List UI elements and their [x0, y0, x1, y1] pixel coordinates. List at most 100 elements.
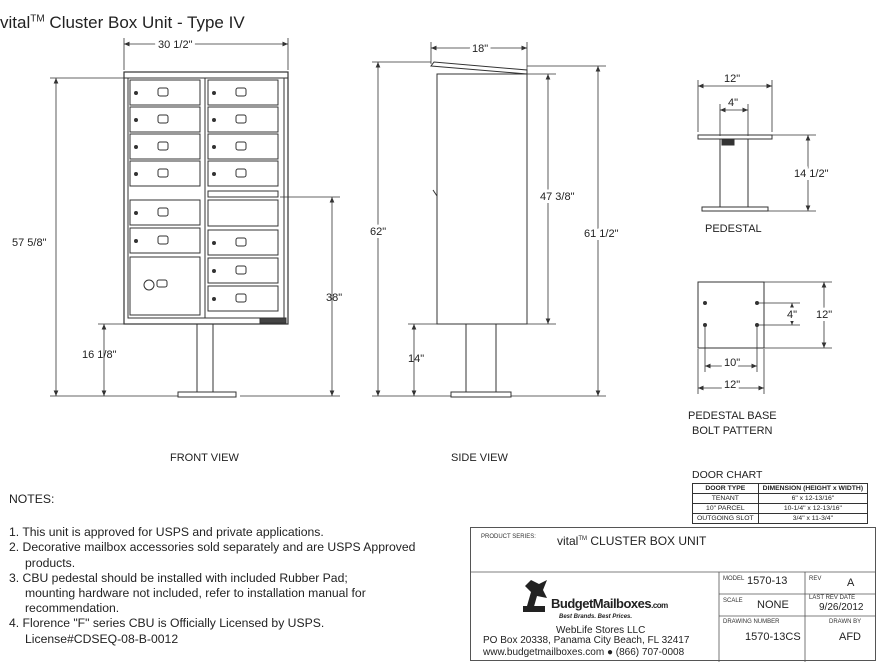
door-chart-header: DIMENSION (HEIGHT x WIDTH)	[757, 483, 869, 494]
title-rest: Cluster Box Unit - Type IV	[44, 13, 245, 32]
front-view-unit	[123, 71, 289, 398]
dim-front-height: 57 5/8"	[12, 237, 47, 249]
table-row: TENANT 6" x 12-13/16"	[692, 493, 869, 504]
note-line: 1. This unit is approved for USPS and pr…	[9, 525, 324, 540]
company-name: WebLife Stores LLC	[556, 625, 646, 636]
brand-name: BudgetMailboxes.com	[551, 596, 668, 611]
dim-side-61: 61 1/2"	[584, 228, 619, 240]
dim-side-62: 62"	[370, 226, 386, 238]
note-line: License#CDSEQ-08-B-0012	[25, 631, 179, 646]
door-handle-icon	[235, 265, 247, 275]
door-lock-icon	[134, 91, 138, 95]
product-tm: TM	[578, 536, 588, 542]
label-front-view: FRONT VIEW	[170, 452, 239, 464]
door-handle-icon	[235, 293, 247, 303]
budgetmailboxes-logo-icon	[523, 580, 547, 612]
door-lock-icon	[134, 172, 138, 176]
notes-block: NOTES: 1. This unit is approved for USPS…	[9, 492, 469, 647]
model-value: 1570-13	[747, 575, 788, 587]
door-handle-icon	[157, 114, 169, 124]
drawing-title: vitalTM Cluster Box Unit - Type IV	[0, 13, 245, 33]
note-line: recommendation.	[25, 601, 120, 616]
tenant-door	[129, 160, 201, 187]
label-base-1: PEDESTAL BASE	[688, 410, 777, 422]
door-lock-icon	[134, 211, 138, 215]
drawing-number-label: DRAWING NUMBER	[723, 619, 780, 625]
door-type-cell: TENANT	[692, 493, 759, 504]
door-lock-icon	[212, 145, 216, 149]
tenant-door	[129, 133, 201, 160]
door-handle-icon	[157, 235, 169, 245]
tenant-door	[207, 229, 279, 256]
door-dim-cell: 3/4" x 11-3/4"	[757, 513, 869, 524]
product-series-value: vitalTM CLUSTER BOX UNIT	[557, 534, 706, 548]
brand-tagline: Best Brands. Best Prices.	[559, 614, 633, 620]
door-lock-icon	[134, 118, 138, 122]
rev-value: A	[847, 577, 855, 589]
dim-side-14: 14"	[408, 353, 424, 365]
note-line: 3. CBU pedestal should be installed with…	[9, 570, 348, 585]
door-chart-header: DOOR TYPE	[692, 483, 759, 494]
parcel-lock-icon	[143, 279, 155, 291]
note-line: 4. Florence "F" series CBU is Officially…	[9, 616, 325, 631]
dim-ped-inner: 4"	[728, 97, 738, 109]
dim-ped-top: 12"	[724, 73, 740, 85]
label-side-view: SIDE VIEW	[451, 452, 508, 464]
door-chart-caption: DOOR CHART	[692, 469, 763, 481]
title-tm: TM	[30, 13, 45, 25]
brand-text: BudgetMailboxes	[551, 596, 652, 611]
tenant-door	[129, 79, 201, 106]
note-line: products.	[25, 555, 76, 570]
drawn-by-value: AFD	[839, 631, 861, 643]
door-lock-icon	[212, 269, 216, 273]
model-label: MODEL	[723, 576, 745, 582]
tenant-door	[129, 199, 201, 226]
table-row: OUTGOING SLOT 3/4" x 11-3/4"	[692, 513, 869, 524]
pedestal-base-view	[697, 281, 765, 349]
door-handle-icon	[157, 168, 169, 178]
dim-ped-height: 14 1/2"	[794, 168, 829, 180]
door-type-cell: OUTGOING SLOT	[692, 513, 759, 524]
dim-front-width: 30 1/2"	[158, 39, 193, 51]
door-dim-cell: 10-1/4" x 12-13/16"	[757, 503, 869, 514]
brand-com: .com	[651, 601, 668, 610]
drawn-by-label: DRAWN BY	[829, 619, 862, 625]
door-lock-icon	[134, 239, 138, 243]
door-lock-icon	[212, 91, 216, 95]
parcel-door	[129, 256, 201, 316]
tenant-door	[207, 285, 279, 312]
last-rev-value: 9/26/2012	[819, 602, 864, 613]
product-series-name: vital	[557, 534, 579, 548]
door-handle-icon	[235, 168, 247, 178]
title-block-grid	[471, 571, 876, 662]
tenant-door	[207, 160, 279, 187]
dim-base-12v: 12"	[816, 309, 832, 321]
note-line: 2. Decorative mailbox accessories sold s…	[9, 540, 416, 555]
door-handle-icon	[157, 87, 169, 97]
door-handle-icon	[235, 141, 247, 151]
side-view-unit	[430, 61, 528, 398]
label-base-2: BOLT PATTERN	[692, 425, 773, 437]
door-type-cell: 10" PARCEL	[692, 503, 759, 514]
dim-base-4: 4"	[787, 309, 797, 321]
door-lock-icon	[212, 118, 216, 122]
tenant-door	[207, 257, 279, 284]
table-row: 10" PARCEL 10-1/4" x 12-13/16"	[692, 503, 869, 514]
dim-front-pedestal: 16 1/8"	[82, 349, 117, 361]
notes-heading: NOTES:	[9, 492, 55, 506]
scale-label: SCALE	[723, 598, 743, 604]
door-dim-cell: 6" x 12-13/16"	[757, 493, 869, 504]
company-web-phone: www.budgetmailboxes.com ● (866) 707-0008	[483, 647, 685, 658]
door-handle-icon	[235, 87, 247, 97]
tenant-door	[207, 133, 279, 160]
company-address: PO Box 20338, Panama City Beach, FL 3241…	[483, 635, 690, 646]
title-prefix: vital	[0, 13, 31, 32]
dim-front-38: 38"	[326, 292, 342, 304]
title-block: PRODUCT SERIES: vitalTM CLUSTER BOX UNIT…	[470, 527, 876, 662]
door-handle-icon	[235, 114, 247, 124]
dim-base-12h: 12"	[724, 379, 740, 391]
note-line: mounting hardware not included, refer to…	[25, 586, 366, 601]
door-handle-icon	[157, 207, 169, 217]
dim-base-10: 10"	[724, 357, 740, 369]
